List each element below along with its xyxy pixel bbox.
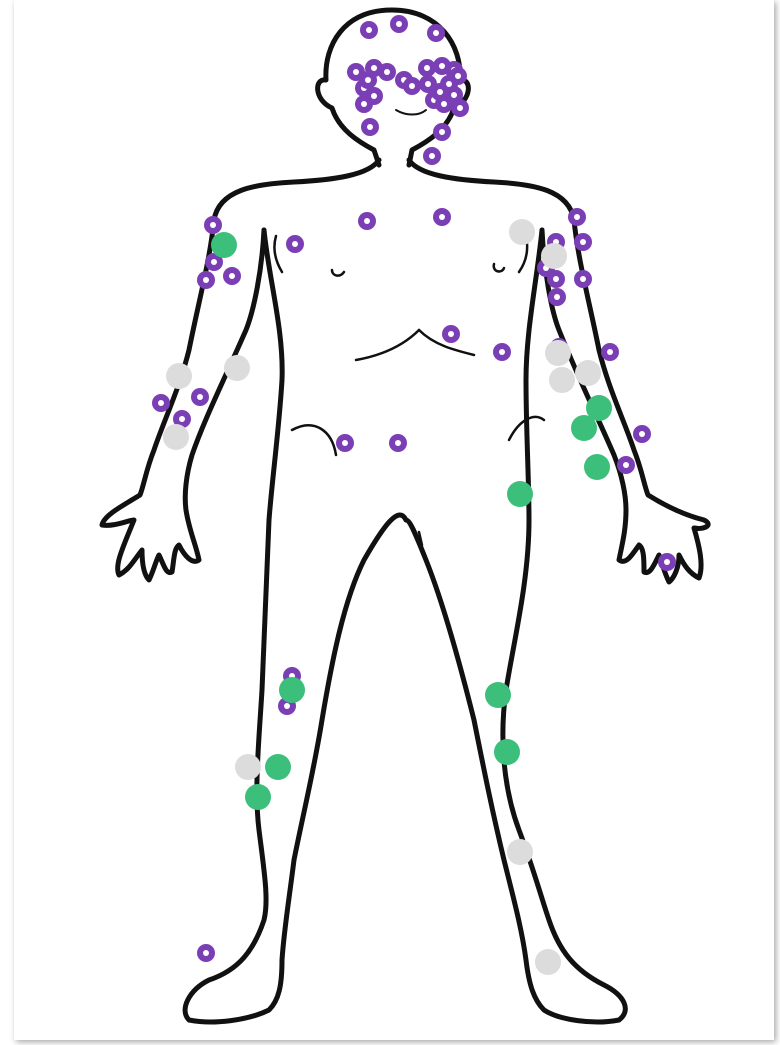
marker-center-hand-l-1 xyxy=(664,559,670,565)
marker-shoulder-l-x2 xyxy=(541,243,567,269)
marker-arm-l-x1 xyxy=(545,340,571,366)
nipple-right xyxy=(494,264,504,271)
marker-center-face-9 xyxy=(446,81,452,87)
marker-shoulder-r-g1 xyxy=(211,232,237,258)
marker-center-face-5 xyxy=(424,65,430,71)
purple-markers xyxy=(152,15,676,962)
marker-knee-r-g1 xyxy=(279,677,305,703)
rib-line-left xyxy=(356,330,419,360)
marker-center-head-top-3 xyxy=(433,30,439,36)
marker-center-shoulder-r-2 xyxy=(211,259,217,265)
marker-center-shoulder-l-6 xyxy=(580,276,586,282)
marker-arm-r-x2 xyxy=(166,363,192,389)
marker-arm-r-x3 xyxy=(163,424,189,450)
image-frame xyxy=(14,0,774,1040)
marker-shoulder-l-x1 xyxy=(509,219,535,245)
marker-knee-l-g1 xyxy=(485,682,511,708)
marker-center-abdomen-1 xyxy=(448,331,454,337)
marker-center-shoulder-l-5 xyxy=(553,276,559,282)
body-outline xyxy=(102,10,708,1022)
nipple-left xyxy=(332,270,344,276)
marker-center-shoulder-r-1 xyxy=(210,222,216,228)
gray-markers xyxy=(163,219,601,975)
marker-center-face-18 xyxy=(455,73,461,79)
marker-hip-l-g1 xyxy=(507,481,533,507)
mouth xyxy=(396,110,426,115)
marker-center-face-3 xyxy=(384,69,390,75)
marker-center-chest-1 xyxy=(364,218,370,224)
marker-center-head-top-1 xyxy=(366,27,372,33)
marker-center-face-6 xyxy=(439,63,445,69)
marker-center-shoulder-l-3 xyxy=(580,239,586,245)
marker-center-shoulder-l-7 xyxy=(554,294,560,300)
marker-center-face-16 xyxy=(457,105,463,111)
hip-line-left xyxy=(292,425,336,455)
chest-line-left xyxy=(274,236,282,272)
marker-shin-r-g2 xyxy=(245,784,271,810)
marker-center-neck-1 xyxy=(429,153,435,159)
marker-center-thigh-r-2 xyxy=(284,703,290,709)
marker-arm-l-x2 xyxy=(575,360,601,386)
right-leg-outline xyxy=(406,230,625,1022)
marker-center-forearm-r-1 xyxy=(158,400,164,406)
marker-center-face-12 xyxy=(361,101,367,107)
marker-arm-l-x3 xyxy=(549,367,575,393)
marker-forearm-l-g2 xyxy=(571,415,597,441)
marker-center-forearm-l-2 xyxy=(623,462,629,468)
marker-center-forearm-r-3 xyxy=(179,416,185,422)
marker-center-shoulder-l-1 xyxy=(574,214,580,220)
marker-shin-l-g1 xyxy=(494,739,520,765)
marker-foot-l-x1 xyxy=(535,949,561,975)
marker-shin-r-g1 xyxy=(265,754,291,780)
marker-center-face-14 xyxy=(441,101,447,107)
marker-center-abdomen-3 xyxy=(607,349,613,355)
marker-center-groin-2 xyxy=(395,440,401,446)
marker-center-face-1 xyxy=(353,69,359,75)
marker-center-face-8 xyxy=(425,81,431,87)
marker-center-face-11 xyxy=(371,93,377,99)
marker-forearm-l-g3 xyxy=(584,454,610,480)
marker-center-abdomen-2 xyxy=(499,349,505,355)
marker-center-face-19 xyxy=(365,77,371,83)
marker-center-face-15 xyxy=(451,92,457,98)
marker-center-shoulder-r-3 xyxy=(203,277,209,283)
marker-center-forearm-l-1 xyxy=(639,431,645,437)
marker-center-chin-2 xyxy=(439,129,445,135)
marker-center-chest-2 xyxy=(439,214,445,220)
marker-center-head-top-2 xyxy=(396,21,402,27)
marker-center-face-2 xyxy=(371,65,377,71)
marker-center-face-17 xyxy=(409,83,415,89)
marker-center-shoulder-r-4 xyxy=(229,273,235,279)
marker-center-chest-3 xyxy=(292,241,298,247)
marker-center-groin-1 xyxy=(342,440,348,446)
marker-center-chin-1 xyxy=(367,124,373,130)
marker-shin-r-x1 xyxy=(235,754,261,780)
marker-center-foot-r-1 xyxy=(203,950,209,956)
body-diagram xyxy=(14,0,774,1040)
marker-shin-l-x1 xyxy=(507,839,533,865)
marker-arm-r-x1 xyxy=(224,355,250,381)
left-leg-outline xyxy=(185,230,406,1022)
marker-center-face-20 xyxy=(437,89,443,95)
marker-center-forearm-r-2 xyxy=(197,394,203,400)
